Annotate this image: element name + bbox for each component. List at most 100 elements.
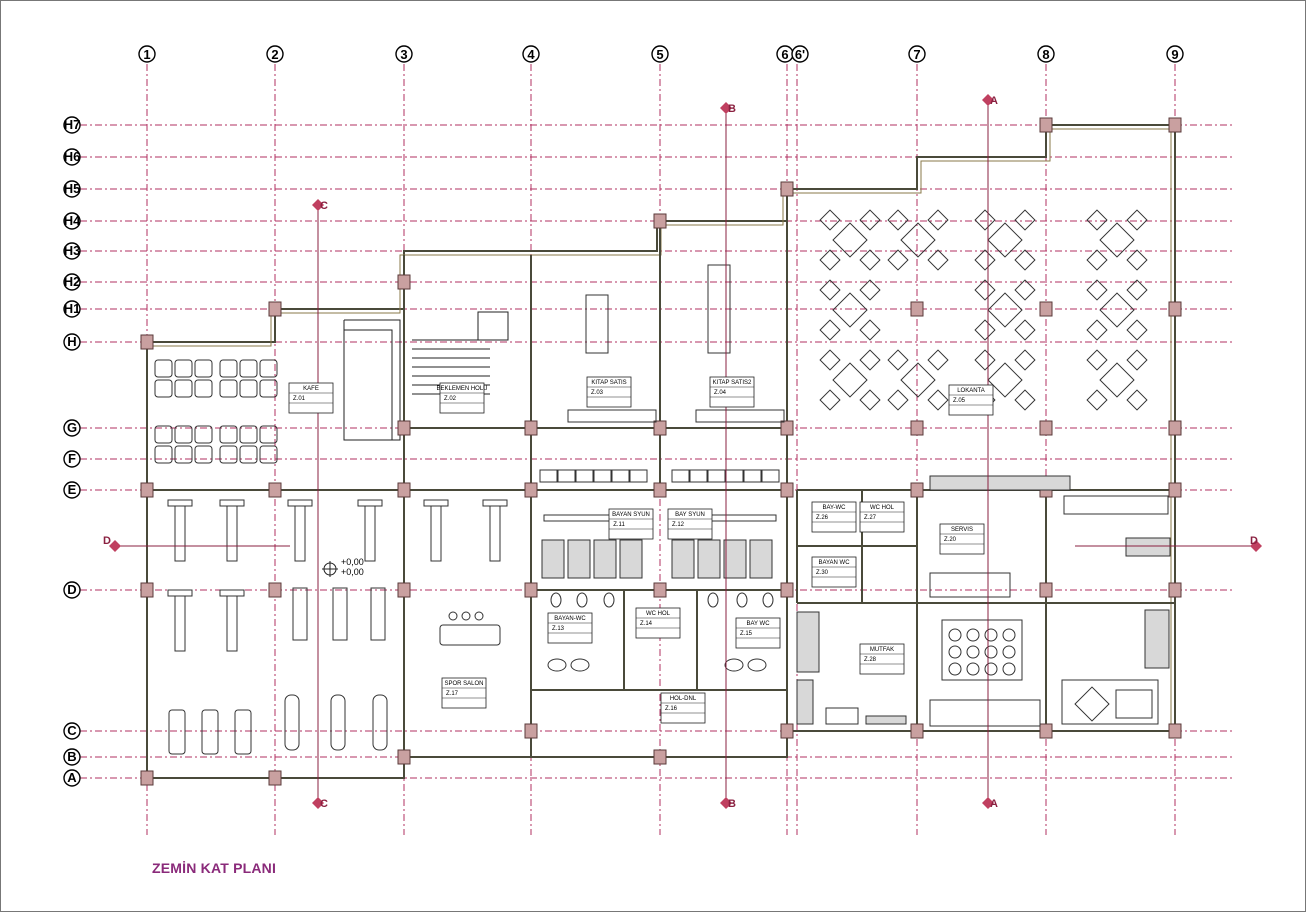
- shelf: [796, 611, 820, 673]
- shower-stall: [671, 539, 695, 579]
- room-code: Z.14: [640, 621, 653, 627]
- gym-bench-head: [482, 499, 508, 507]
- section-marker: [720, 797, 732, 809]
- dining-chair: [927, 349, 949, 371]
- sofa-seat: [174, 425, 193, 444]
- column: [397, 420, 411, 436]
- column: [780, 482, 794, 498]
- dining-table: [1099, 292, 1135, 328]
- column: [653, 482, 667, 498]
- dining-table: [1099, 222, 1135, 258]
- axis-label: 6: [781, 47, 788, 62]
- toilet: [603, 592, 615, 608]
- axis-bubble: [63, 581, 81, 599]
- section-marker: [109, 540, 121, 552]
- locker: [593, 469, 612, 483]
- dining-table: [900, 222, 936, 258]
- sofa-seat: [219, 359, 238, 378]
- gym-bench: [174, 505, 186, 562]
- dining-chair: [819, 249, 841, 271]
- sofa-seat: [239, 379, 258, 398]
- column: [268, 301, 282, 317]
- axis-label: H4: [64, 213, 81, 228]
- room-code: Z.01: [293, 396, 306, 402]
- stair: [1125, 537, 1171, 557]
- dining-chair: [1086, 209, 1108, 231]
- sofa-seat: [239, 445, 258, 464]
- axis-bubble: [1037, 45, 1055, 63]
- dining-chair: [859, 279, 881, 301]
- burner: [1002, 662, 1016, 676]
- sofa-seat: [259, 359, 278, 378]
- axis-label: H5: [64, 181, 81, 196]
- section-label: B: [728, 798, 736, 810]
- locker: [707, 469, 726, 483]
- locker: [689, 469, 708, 483]
- column: [524, 420, 538, 436]
- room-tag-box: [735, 617, 781, 649]
- room-tag-box: [811, 556, 857, 588]
- dining-chair: [887, 349, 909, 371]
- dining-chair: [859, 319, 881, 341]
- room-tag-box: [859, 501, 905, 533]
- shelf: [796, 679, 814, 725]
- room-tag: BAYAN-WCZ.13: [547, 612, 593, 644]
- toilet: [736, 592, 748, 608]
- cooktop: [941, 619, 1023, 681]
- sofa-seat: [219, 425, 238, 444]
- dining-chair: [859, 389, 881, 411]
- dining-table: [832, 292, 868, 328]
- exercise-bike: [284, 694, 300, 751]
- level-mark-value: +0,00: [341, 557, 364, 567]
- room-code: Z.05: [953, 398, 966, 404]
- dining-chair: [974, 349, 996, 371]
- axis-bubble: [63, 481, 81, 499]
- toilet: [762, 592, 774, 608]
- room-name: BAY-WC: [822, 505, 846, 511]
- sofa-seat: [259, 425, 278, 444]
- column: [1168, 117, 1182, 133]
- dining-chair: [1014, 209, 1036, 231]
- locker: [629, 469, 648, 483]
- shower-stall: [619, 539, 643, 579]
- axis-label: 3: [400, 47, 407, 62]
- room-name: BAYAN WC: [818, 560, 850, 566]
- dining-table: [987, 292, 1023, 328]
- fridge: [1115, 689, 1153, 719]
- washbasin: [724, 658, 744, 672]
- section-marker: [312, 199, 324, 211]
- shower-stall: [723, 539, 747, 579]
- sofa-seat: [154, 425, 173, 444]
- room-tag-box: [939, 523, 985, 555]
- dining-chair: [1086, 389, 1108, 411]
- exercise-bike: [330, 694, 346, 751]
- sofa-seat: [194, 359, 213, 378]
- gym-bench: [174, 595, 186, 652]
- column: [397, 582, 411, 598]
- dining-table: [987, 362, 1023, 398]
- counter: [695, 409, 785, 423]
- room-name: BAYAN SYUN: [612, 512, 650, 518]
- burner: [1002, 645, 1016, 659]
- room-name: KITAP SATIS: [591, 380, 626, 386]
- room-code: Z.02: [444, 396, 457, 402]
- sofa-seat: [174, 379, 193, 398]
- axis-label: F: [68, 451, 76, 466]
- toilet: [576, 592, 588, 608]
- exercise-bike: [372, 694, 388, 751]
- locker: [743, 469, 762, 483]
- dining-table: [987, 222, 1023, 258]
- section-label: A: [990, 95, 998, 107]
- section-label: D: [1250, 535, 1258, 547]
- room-tag-box: [660, 692, 706, 724]
- room-code: Z.17: [446, 691, 459, 697]
- burner: [984, 628, 998, 642]
- section-label: A: [990, 798, 998, 810]
- sofa-seat: [219, 379, 238, 398]
- dining-chair: [1126, 209, 1148, 231]
- column: [268, 482, 282, 498]
